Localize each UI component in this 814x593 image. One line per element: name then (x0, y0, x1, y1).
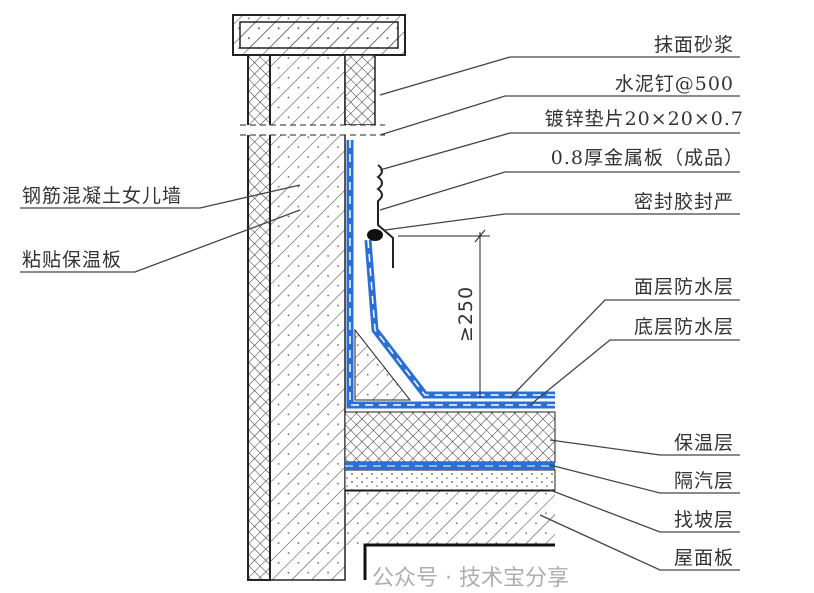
label-sealant: 密封胶封严 (633, 191, 734, 213)
parapet-wall (240, 54, 385, 581)
label-roof-slab: 屋面板 (673, 547, 734, 569)
dimension-label: ≥250 (455, 285, 478, 343)
label-insulation-board: 粘贴保温板 (22, 249, 123, 271)
label-galvanized-washer: 镀锌垫片20×20×0.7 (544, 108, 744, 130)
watermark: 公众号 · 技术宝分享 (372, 566, 569, 591)
label-cement-nail: 水泥钉@500 (614, 73, 734, 95)
dimension-line (398, 229, 490, 398)
label-insulation: 保温层 (673, 432, 734, 454)
label-metal-sheet: 0.8厚金属板（成品） (550, 147, 744, 169)
label-top-waterproof: 面层防水层 (633, 276, 734, 298)
label-plaster-mortar: 抹面砂浆 (653, 34, 734, 56)
coping (232, 14, 406, 56)
label-slope-layer: 找坡层 (673, 509, 734, 531)
label-vapor-barrier: 隔汽层 (673, 470, 734, 492)
label-parapet-wall: 钢筋混凝土女儿墙 (22, 185, 183, 207)
roof-slab (344, 411, 556, 580)
waterproof-layers (345, 140, 555, 470)
sealant (367, 229, 383, 241)
metal-flashing (367, 164, 394, 268)
leader-lines (20, 56, 740, 571)
label-bottom-waterproof: 底层防水层 (633, 316, 734, 338)
